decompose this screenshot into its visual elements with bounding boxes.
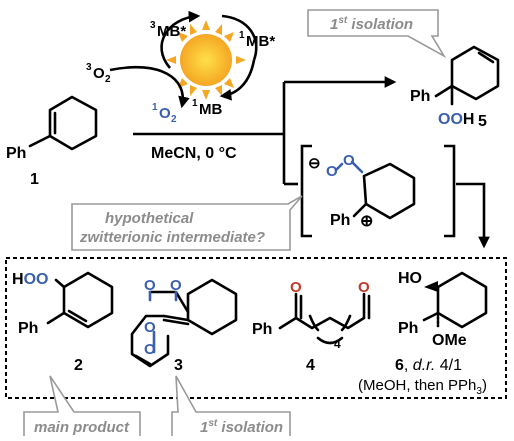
product-4-o1: O: [290, 279, 302, 296]
callout-mid-line2: zwitterionic intermediate?: [79, 229, 265, 246]
callout-first-isolation-bottom: 1st isolation: [171, 375, 291, 436]
intermediate-plus: ⊕: [360, 213, 373, 230]
ground-mb-label: MB: [199, 101, 222, 118]
singlet-mb-star-sup: 1: [239, 30, 245, 41]
product-3-o1: O: [144, 277, 156, 294]
triplet-mb-label: MB*: [157, 23, 186, 40]
product-4-number: 4: [306, 357, 315, 374]
product-5: Ph OOH 5: [410, 45, 500, 130]
product-3-number: 3: [174, 357, 183, 374]
product-5-ooh: OOH: [438, 111, 474, 128]
triplet-oxygen-label: O: [93, 65, 105, 82]
substrate-1-number: 1: [30, 171, 39, 188]
product-2-number: 2: [74, 357, 83, 374]
product-3-o3: O: [144, 319, 156, 336]
product-2: HOO Ph 2: [12, 271, 114, 374]
product-6-ph: Ph: [398, 320, 418, 337]
intermediate-ph: Ph: [330, 212, 350, 229]
products-box: [5, 257, 507, 399]
ground-mb-sup: 1: [192, 98, 198, 109]
intermediate-o2: O: [343, 152, 355, 169]
product-3: O O O O 3: [130, 277, 238, 374]
product-4: Ph O O 4 4: [252, 279, 371, 374]
sun-icon: [166, 20, 246, 100]
product-6-label: 6, d.r. 4/1: [395, 357, 462, 374]
product-2-hoo: HOO: [12, 271, 48, 288]
callout-hypothetical-intermediate: hypothetical zwitterionic intermediate?: [71, 195, 303, 251]
intermediate-minus: ⊖: [308, 155, 321, 172]
substrate-1: Ph 1: [6, 95, 98, 188]
singlet-mb-star-label: MB*: [246, 33, 275, 50]
photosensitizer-cycle: 3 MB* 1 MB* 1 MB 3 O 2 1 O 2: [86, 10, 275, 125]
product-4-ph: Ph: [252, 321, 272, 338]
callout-bottom-right-text: 1st isolation: [200, 418, 283, 436]
reaction-arrows: [133, 76, 490, 249]
triplet-oxygen-sub: 2: [105, 74, 111, 85]
singlet-oxygen-sub: 2: [171, 114, 177, 125]
product-6-conditions: (MeOH, then PPh3): [358, 377, 487, 397]
zwitterionic-intermediate: ⊖ O O Ph ⊕: [300, 144, 456, 238]
singlet-oxygen-sup: 1: [152, 102, 158, 113]
triplet-oxygen-sup: 3: [86, 62, 92, 73]
product-3-o2: O: [170, 277, 182, 294]
product-6-ho: HO: [398, 270, 422, 287]
callout-main-product: main product: [23, 375, 141, 436]
callout-top-text: 1st isolation: [330, 15, 413, 33]
product-5-number: 5: [478, 113, 487, 130]
callout-mid-line1: hypothetical: [105, 210, 194, 227]
product-6-ome: OMe: [432, 332, 467, 349]
product-3-o4: O: [144, 341, 156, 358]
product-4-o2: O: [358, 279, 370, 296]
reaction-conditions: MeCN, 0 °C: [151, 145, 237, 162]
product-2-ph: Ph: [18, 320, 38, 337]
callout-first-isolation-top: 1st isolation: [307, 9, 447, 59]
product-4-subscript: 4: [334, 337, 341, 351]
product-5-ph: Ph: [410, 88, 430, 105]
intermediate-o1: O: [326, 163, 338, 180]
singlet-oxygen-label: O: [159, 105, 171, 122]
callout-main-product-text: main product: [34, 419, 130, 436]
triplet-mb-sup: 3: [150, 20, 156, 31]
substrate-1-ph: Ph: [6, 145, 26, 162]
product-6: HO Ph OMe 6, d.r. 4/1 (MeOH, then PPh3): [358, 270, 488, 397]
